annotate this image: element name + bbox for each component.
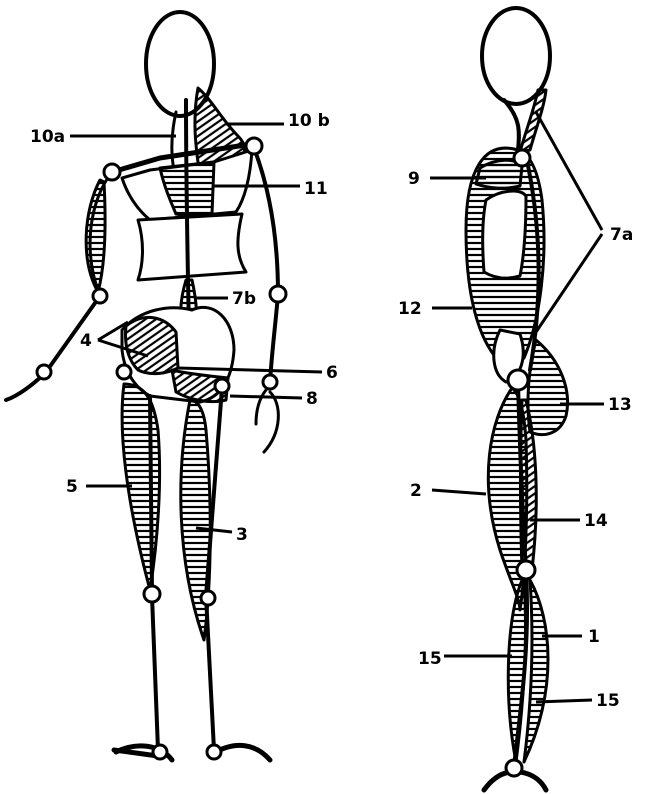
label-8: 8 bbox=[306, 389, 318, 409]
label-9: 9 bbox=[408, 169, 420, 189]
rib-space bbox=[483, 191, 526, 278]
label-15b: 15 bbox=[596, 691, 620, 711]
forearm-right bbox=[270, 294, 278, 382]
label-11: 11 bbox=[304, 179, 328, 199]
side-view-figure bbox=[466, 8, 568, 790]
label-4: 4 bbox=[80, 331, 92, 351]
upper-arm-right bbox=[254, 148, 278, 294]
gluteus-13 bbox=[528, 340, 568, 435]
label-5: 5 bbox=[66, 477, 78, 497]
label-13: 13 bbox=[608, 395, 632, 415]
hand-right bbox=[256, 390, 278, 452]
label-7a: 7a bbox=[610, 225, 633, 245]
label-15a: 15 bbox=[418, 649, 442, 669]
triceps-left bbox=[86, 180, 105, 292]
label-3: 3 bbox=[236, 525, 248, 545]
rib-cage bbox=[138, 214, 246, 280]
shin-left bbox=[152, 596, 158, 750]
label-1: 1 bbox=[588, 627, 600, 647]
shin-right bbox=[206, 596, 214, 750]
neck-front bbox=[504, 100, 519, 150]
label-2: 2 bbox=[410, 481, 422, 501]
label-14: 14 bbox=[584, 511, 608, 531]
label-12: 12 bbox=[398, 299, 422, 319]
label-7b: 7b bbox=[232, 289, 256, 309]
thigh-left-bone bbox=[150, 396, 152, 592]
label-6: 6 bbox=[326, 363, 338, 383]
gluteus-4 bbox=[126, 317, 179, 373]
label-10b: 10 b bbox=[288, 111, 330, 131]
label-10a: 10a bbox=[30, 127, 65, 147]
